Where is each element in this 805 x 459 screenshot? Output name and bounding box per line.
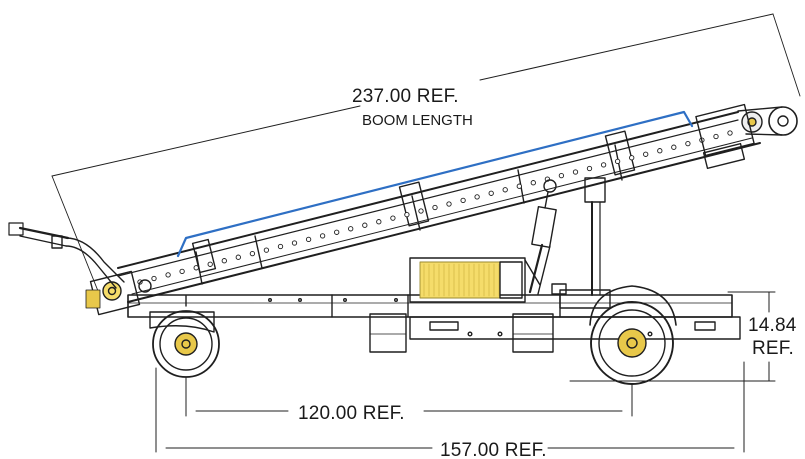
- roller: [348, 226, 354, 232]
- roller: [291, 240, 298, 246]
- wheelbase-value: 120.00 REF.: [298, 403, 405, 424]
- roller: [446, 201, 452, 207]
- boom-length-dimension: [51, 13, 801, 297]
- head-end-drive: [695, 103, 798, 170]
- roller: [558, 172, 565, 179]
- roller: [572, 169, 579, 175]
- roller: [418, 208, 424, 214]
- boom-length-value: 237.00 REF.: [352, 86, 459, 107]
- roller: [460, 197, 466, 204]
- roller: [263, 247, 270, 253]
- roller: [277, 243, 284, 250]
- height-ref: REF.: [752, 338, 794, 359]
- height-dimension: [569, 291, 776, 382]
- caster-wheel: [149, 295, 220, 378]
- roller: [474, 194, 480, 200]
- roller: [643, 151, 649, 157]
- roller: [657, 148, 663, 154]
- roller: [614, 158, 621, 165]
- motor-box: [409, 257, 541, 303]
- roller: [235, 254, 241, 260]
- roller: [516, 183, 522, 189]
- boom-length-label: BOOM LENGTH: [362, 112, 473, 129]
- main-wheel: [589, 285, 677, 385]
- roller: [488, 190, 494, 196]
- roller: [193, 265, 199, 271]
- belt-guard: [176, 110, 694, 258]
- roller: [404, 211, 410, 218]
- roller: [685, 140, 691, 147]
- wheelbase-dimension: [185, 377, 633, 417]
- lift-cylinder: [528, 179, 557, 295]
- conveyor-boom: [117, 111, 761, 303]
- roller: [179, 268, 185, 275]
- roller: [629, 155, 635, 161]
- height-value: 14.84: [748, 315, 797, 336]
- belt-rollers: [137, 130, 733, 285]
- roller: [376, 219, 382, 225]
- roller: [362, 222, 368, 228]
- tail-end: [85, 270, 152, 316]
- roller: [151, 275, 157, 282]
- roller: [334, 229, 340, 235]
- roller: [207, 261, 213, 267]
- roller: [390, 215, 396, 221]
- roller: [600, 162, 607, 168]
- overall-length-value: 157.00 REF.: [440, 440, 547, 459]
- roller: [671, 144, 677, 150]
- tow-bar: [8, 222, 125, 289]
- roller: [319, 233, 326, 239]
- support-mast: [551, 177, 611, 309]
- roller: [165, 272, 171, 278]
- roller: [432, 204, 438, 211]
- roller: [727, 130, 733, 136]
- roller: [249, 250, 256, 257]
- roller: [530, 180, 536, 186]
- roller: [502, 187, 508, 193]
- overall-length-dimension: [155, 361, 745, 453]
- roller: [305, 236, 312, 243]
- roller: [586, 165, 593, 172]
- roller: [713, 133, 719, 140]
- roller: [221, 258, 227, 264]
